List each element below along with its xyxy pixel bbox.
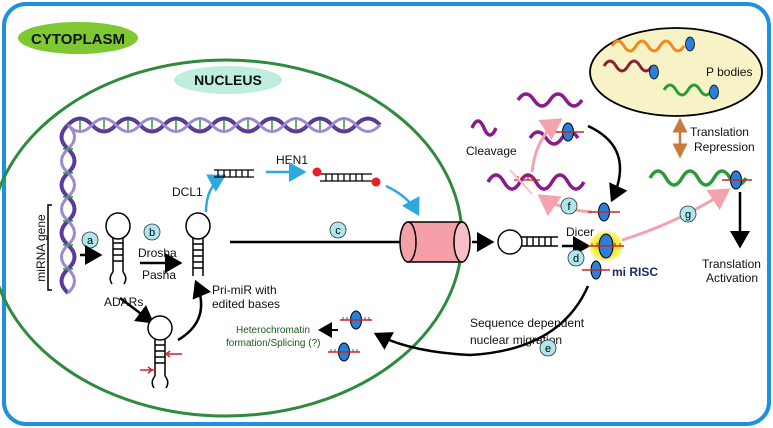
drosha-label: Drosha (138, 246, 177, 260)
dicer-label: Dicer (566, 225, 594, 239)
pri-mirna-hairpin (105, 212, 131, 285)
hen1-label: HEN1 (276, 153, 308, 167)
mirna-duplex (214, 169, 254, 178)
cytoplasm-badge (18, 22, 138, 54)
step-c-label: c (335, 225, 341, 237)
nucleus-label: NUCLEUS (194, 72, 262, 88)
step-d-label: d (573, 253, 579, 265)
risc-f (588, 202, 620, 222)
pre-mirna-hairpin (185, 212, 211, 276)
sequence-dependent-label: Sequence dependent (470, 316, 585, 330)
cytoplasmic-pre-mirna (497, 229, 558, 255)
arrow-cleavage-up (530, 118, 563, 173)
step-g-label: g (685, 209, 691, 221)
p-bodies-label: P bodies (706, 65, 752, 79)
arrow-nuclear-migration (373, 285, 590, 357)
step-a-label: a (87, 235, 94, 247)
mi-risc-complex (588, 231, 624, 261)
step-f-label: f (567, 201, 571, 213)
arrow-adars (119, 297, 154, 324)
pasha-label: Pasha (142, 268, 176, 282)
mirna-gene-label: miRNA gene (34, 214, 48, 282)
dcl1-label: DCL1 (172, 185, 203, 199)
arrow-to-pore (385, 184, 420, 217)
gene-bracket (47, 204, 52, 291)
translation-repression-line2: Repression (694, 140, 755, 154)
step-f-marker (560, 197, 578, 215)
step-e-label: e (545, 343, 551, 355)
mrna-cleaved-left (470, 119, 498, 137)
nucleus-badge (174, 66, 282, 94)
translation-repression-line1: Translation (690, 125, 749, 139)
pri-mir-edited-line2: edited bases (212, 297, 280, 311)
risc-d (582, 260, 610, 280)
arrow-edited-to-pre (177, 279, 212, 342)
mi-risc-label: mi RISC (612, 265, 658, 279)
step-g-marker (679, 205, 697, 223)
green-target-mrna (648, 169, 752, 190)
mrna-top (516, 92, 584, 108)
nuclear-pore (399, 221, 471, 263)
p-body-mrna-green (662, 83, 719, 100)
splicing-label: formation/Splicing (?) (226, 338, 320, 349)
step-b-label: b (149, 227, 155, 239)
mrna-target-cleaving (486, 169, 586, 195)
step-e-marker (539, 339, 557, 357)
arrow-recycle (587, 124, 628, 203)
step-c-marker (329, 221, 347, 239)
translation-activation-line2: Activation (706, 271, 758, 285)
pri-mir-edited-line1: Pri-miR with (212, 283, 277, 297)
methylated-duplex (312, 167, 381, 187)
nuclear-migration-label: nuclear migration (470, 333, 562, 347)
nuclear-risc-2 (328, 342, 360, 362)
nuclear-risc-1 (340, 310, 372, 330)
p-body-mrna-orange (610, 36, 695, 53)
dna-helix (59, 116, 382, 295)
edited-pri-mirna (147, 315, 173, 389)
p-body-mrna-maroon (602, 59, 659, 80)
arrow-risc-to-green (621, 188, 731, 242)
heterochromatin-label: Heterochromatin (236, 325, 310, 336)
cleavage-label: Cleavage (466, 144, 517, 158)
cytoplasm-label: CYTOPLASM (31, 31, 125, 48)
step-d-marker (567, 249, 585, 267)
arrow-dcl1 (204, 174, 227, 213)
step-b-marker (143, 223, 161, 241)
translation-activation-line1: Translation (702, 257, 761, 271)
